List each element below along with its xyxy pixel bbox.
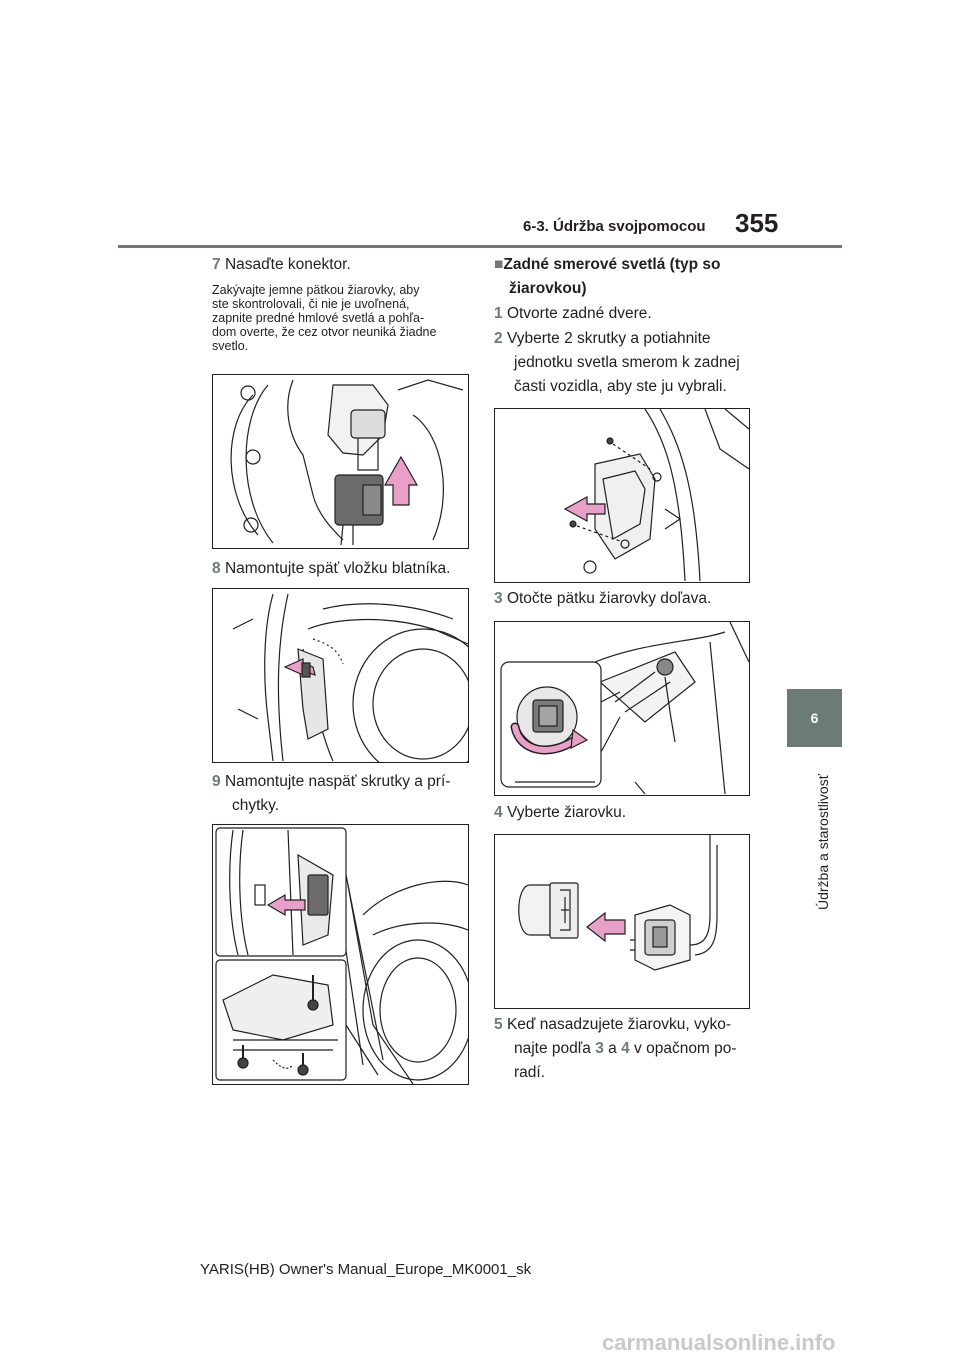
heading-line: žiarovkou)	[509, 280, 587, 297]
step-7: 7 Nasaďte konektor.	[212, 253, 351, 277]
step-text: Otvorte zadné dvere.	[506, 305, 652, 322]
figure-screws-clips	[212, 824, 469, 1085]
figure-rotate-bulb-base	[494, 621, 750, 796]
step-5: 5 Keď nasadzujete žiarovku, vyko- najte …	[494, 1013, 737, 1085]
figure-connector	[212, 374, 469, 549]
figure-rear-light-unit	[494, 408, 750, 583]
step-reference: 4	[621, 1040, 630, 1057]
note-line: dom overte, že cez otvor neuniká žiadne	[212, 325, 437, 339]
step-7-note: Zakývajte jemne pätkou žiarovky, aby ste…	[212, 283, 436, 353]
step-text: Otočte pätku žiarovky doľava.	[506, 590, 712, 607]
inset-bottom	[215, 959, 347, 1081]
note-line: Zakývajte jemne pätkou žiarovky, aby	[212, 283, 420, 297]
step-3: 3 Otočte pätku žiarovky doľava.	[494, 587, 711, 611]
step-number: 4	[494, 804, 503, 821]
square-bullet-icon: ■	[494, 256, 504, 273]
chapter-tab: 6	[787, 689, 842, 747]
note-line: zapnite predné hmlové svetlá a pohľa-	[212, 311, 425, 325]
section-heading: ■Zadné smerové svetlá (typ so žiarovkou)	[494, 253, 720, 301]
step-text-line: jednotku svetla smerom k zadnej	[514, 354, 740, 371]
page-number: 355	[735, 208, 779, 238]
step-number: 9	[212, 773, 221, 790]
note-line: svetlo.	[212, 339, 249, 353]
text-fragment: najte podľa	[514, 1040, 596, 1057]
header-divider	[118, 245, 842, 248]
step-4: 4 Vyberte žiarovku.	[494, 801, 626, 825]
note-line: ste skontrolovali, či nie je uvoľnená,	[212, 297, 410, 311]
figure-remove-bulb	[494, 834, 750, 1009]
step-number: 2	[494, 330, 503, 347]
step-2: 2 Vyberte 2 skrutky a potiahnite jednotk…	[494, 327, 740, 399]
step-text-line: chytky.	[232, 797, 280, 814]
figure-fender-liner	[212, 588, 469, 763]
step-text-line: najte podľa 3 a 4 v opačnom po-	[494, 1037, 737, 1061]
step-text-line: Keď nasadzujete žiarovku, vyko-	[506, 1016, 731, 1033]
chapter-title: Údržba a starostlivosť	[795, 760, 831, 910]
section-title: 6-3. Údržba svojpomocou	[523, 218, 706, 235]
watermark: carmanualsonline.info	[602, 1330, 836, 1355]
step-1: 1 Otvorte zadné dvere.	[494, 302, 652, 326]
step-number: 8	[212, 560, 221, 577]
step-number: 7	[212, 256, 221, 273]
step-text-line: časti vozidla, aby ste ju vybrali.	[514, 378, 727, 395]
step-text-line: Vyberte 2 skrutky a potiahnite	[506, 330, 711, 347]
step-text: Vyberte žiarovku.	[506, 804, 627, 821]
heading-line: Zadné smerové svetlá (typ so	[503, 256, 721, 273]
step-text: Nasaďte konektor.	[224, 256, 351, 273]
footer-text: YARIS(HB) Owner's Manual_Europe_MK0001_s…	[200, 1261, 532, 1278]
step-8: 8 Namontujte späť vložku blatníka.	[212, 557, 450, 581]
step-text-line: Namontujte naspäť skrutky a prí-	[224, 773, 451, 790]
step-text-line: radí.	[514, 1064, 546, 1081]
chapter-title-text: Údržba a starostlivosť	[815, 774, 831, 910]
text-fragment: a	[603, 1040, 622, 1057]
step-9: 9 Namontujte naspäť skrutky a prí- chytk…	[212, 770, 450, 818]
inset-top	[215, 827, 347, 957]
text-fragment: v opačnom po-	[629, 1040, 737, 1057]
step-text: Namontujte späť vložku blatníka.	[224, 560, 451, 577]
step-number: 5	[494, 1016, 503, 1033]
step-number: 3	[494, 590, 503, 607]
step-number: 1	[494, 305, 503, 322]
step-reference: 3	[595, 1040, 604, 1057]
